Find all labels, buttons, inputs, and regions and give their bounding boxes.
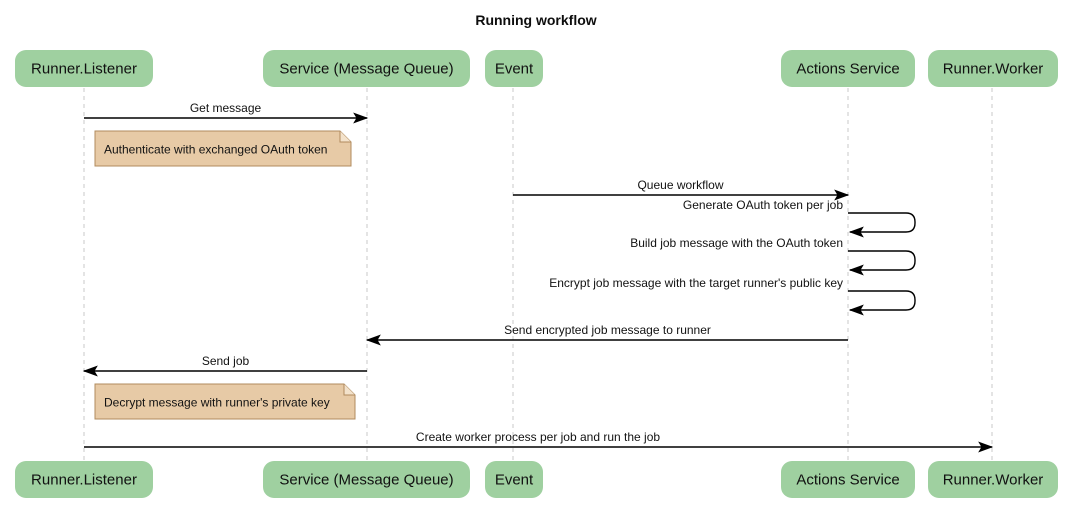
participant-label: Event: [495, 61, 534, 78]
participant-worker-bottom[interactable]: Runner.Worker: [928, 461, 1058, 498]
message-m2[interactable]: Queue workflow: [513, 178, 850, 201]
participant-label: Runner.Worker: [943, 472, 1044, 489]
message-label: Build job message with the OAuth token: [630, 236, 843, 250]
message-label: Generate OAuth token per job: [683, 198, 843, 212]
lifelines-layer: [83, 88, 993, 462]
note-body[interactable]: [94, 130, 352, 167]
participant-event-top[interactable]: Event: [485, 50, 543, 87]
message-m3[interactable]: Generate OAuth token per job: [683, 198, 916, 238]
participant-label: Event: [495, 472, 534, 489]
participant-label: Actions Service: [796, 61, 899, 78]
note-fold-corner-icon: [339, 131, 351, 143]
note-label: Authenticate with exchanged OAuth token: [104, 143, 327, 157]
participant-box[interactable]: [928, 461, 1058, 498]
message-m8[interactable]: Create worker process per job and run th…: [84, 430, 994, 453]
message-label: Send job: [202, 354, 250, 368]
participant-box[interactable]: [485, 461, 543, 498]
participant-box[interactable]: [781, 50, 915, 87]
message-m4[interactable]: Build job message with the OAuth token: [630, 236, 916, 276]
participant-label: Service (Message Queue): [279, 61, 453, 78]
notes-layer: Authenticate with exchanged OAuth tokenD…: [94, 130, 356, 420]
participant-label: Actions Service: [796, 472, 899, 489]
message-label: Create worker process per job and run th…: [416, 430, 660, 444]
participant-box[interactable]: [15, 461, 153, 498]
participant-label: Runner.Worker: [943, 61, 1044, 78]
message-label: Queue workflow: [637, 178, 723, 192]
participant-queue-top[interactable]: Service (Message Queue): [263, 50, 470, 87]
participant-event-bottom[interactable]: Event: [485, 461, 543, 498]
participant-label: Runner.Listener: [31, 61, 137, 78]
note-body[interactable]: [94, 383, 356, 420]
participant-box[interactable]: [263, 461, 470, 498]
diagram-title: Running workflow: [475, 12, 596, 28]
message-m5[interactable]: Encrypt job message with the target runn…: [549, 276, 916, 316]
note-label: Decrypt message with runner's private ke…: [104, 396, 330, 410]
participant-box[interactable]: [485, 50, 543, 87]
participant-listener-bottom[interactable]: Runner.Listener: [15, 461, 153, 498]
participant-actions-top[interactable]: Actions Service: [781, 50, 915, 87]
message-m7[interactable]: Send job: [82, 354, 367, 377]
message-label: Send encrypted job message to runner: [504, 323, 711, 337]
participant-box[interactable]: [263, 50, 470, 87]
message-m1[interactable]: Get message: [84, 101, 369, 124]
participant-box[interactable]: [15, 50, 153, 87]
participants-top-layer: Runner.Listener Service (Message Queue) Ev…: [15, 50, 1058, 87]
note-n2[interactable]: Decrypt message with runner's private ke…: [94, 383, 356, 420]
message-m6[interactable]: Send encrypted job message to runner: [365, 323, 848, 346]
note-n1[interactable]: Authenticate with exchanged OAuth token: [94, 130, 352, 167]
participant-label: Service (Message Queue): [279, 472, 453, 489]
participant-queue-bottom[interactable]: Service (Message Queue): [263, 461, 470, 498]
participant-listener-top[interactable]: Runner.Listener: [15, 50, 153, 87]
participant-box[interactable]: [781, 461, 915, 498]
participant-label: Runner.Listener: [31, 472, 137, 489]
participants-bottom-layer: Runner.Listener Service (Message Queue) Ev…: [15, 461, 1058, 498]
participant-worker-top[interactable]: Runner.Worker: [928, 50, 1058, 87]
self-message-arrow: [848, 212, 916, 238]
message-label: Get message: [190, 101, 262, 115]
message-label: Encrypt job message with the target runn…: [549, 276, 843, 290]
participant-actions-bottom[interactable]: Actions Service: [781, 461, 915, 498]
note-fold-corner-icon: [343, 384, 355, 396]
participant-box[interactable]: [928, 50, 1058, 87]
self-message-arrow: [848, 250, 916, 276]
self-message-arrow: [848, 290, 916, 316]
